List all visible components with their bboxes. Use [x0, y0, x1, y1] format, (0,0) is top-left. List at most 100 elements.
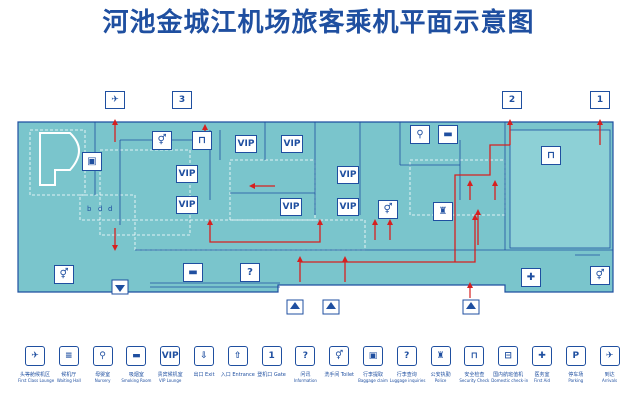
- svg-text:d: d: [108, 205, 112, 213]
- security-check-icon: ⊓: [192, 131, 212, 150]
- legend-sublabel: Waiting Hall: [56, 378, 81, 383]
- legend-icon: ✈: [599, 346, 620, 366]
- legend-icon: ⇩: [194, 346, 214, 366]
- vip-sign: VIP: [176, 165, 198, 183]
- legend-label: 出口 Exit: [193, 372, 215, 378]
- legend-label: 停车场: [568, 372, 584, 378]
- vip-sign: VIP: [280, 198, 302, 216]
- gate-1-sign: 1: [590, 91, 610, 109]
- vip-sign: VIP: [281, 135, 303, 153]
- legend-item: 1 登机口 Gate: [255, 346, 289, 378]
- legend-item: ⇩ 出口 Exit: [187, 346, 221, 378]
- legend-item: ⚥ 洗手间 Toilet: [322, 346, 356, 378]
- legend-label: 头等舱候机区: [19, 372, 50, 378]
- legend-sublabel: Nursery: [94, 378, 111, 383]
- toilet-icon: ⚥: [590, 266, 610, 285]
- vip-sign: VIP: [337, 198, 359, 216]
- legend-label: 母婴室: [95, 372, 111, 378]
- legend-icon: ✈: [25, 346, 45, 366]
- legend-sublabel: Baggage claim: [358, 378, 388, 383]
- legend-label: 行李提取: [362, 372, 383, 378]
- legend-label: 贵宾候机室: [157, 372, 183, 378]
- legend-sublabel: Parking: [568, 378, 584, 383]
- first-aid-icon: ✚: [521, 268, 541, 287]
- gate-2-sign: 2: [502, 91, 522, 109]
- legend-label: 行李查询: [396, 372, 417, 378]
- legend-label: 候机厅: [61, 372, 77, 378]
- legend-label: 到达: [604, 372, 615, 378]
- legend-label: 登机口 Gate: [257, 372, 286, 378]
- legend-icon: ⊓: [464, 346, 485, 366]
- information-icon: ?: [240, 263, 260, 282]
- legend-label: 安全检查: [464, 372, 485, 378]
- legend-sublabel: Luggage inquiries: [389, 378, 426, 383]
- legend-sublabel: First Aid: [533, 378, 551, 383]
- legend-label: 吸烟室: [128, 372, 144, 378]
- vip-sign: VIP: [176, 196, 198, 214]
- arrivals-sign: ✈: [105, 91, 125, 109]
- legend-icon: ▣: [363, 346, 383, 366]
- gate-3-sign: 3: [172, 91, 192, 109]
- legend-label: 入口 Entrance: [220, 372, 255, 378]
- toilet-icon: ⚥: [54, 265, 74, 284]
- legend-sublabel: Domestic check-in: [491, 378, 529, 383]
- lounge-loop: [39, 132, 80, 186]
- legend-icon: ?: [396, 346, 417, 366]
- plane-icon: ✈: [111, 95, 119, 105]
- legend-sublabel: VIP Lounge: [159, 378, 182, 383]
- terminal-building: [17, 121, 614, 293]
- legend-icon: VIP: [160, 346, 181, 366]
- legend-label: 洗手间 Toilet: [324, 372, 355, 378]
- legend-label: 问讯: [300, 372, 311, 378]
- legend-sublabel: Information: [293, 378, 317, 383]
- toilet-icon: ⚥: [152, 131, 172, 150]
- vip-sign: VIP: [235, 135, 257, 153]
- legend-sublabel: Arrivals: [602, 378, 618, 383]
- legend-icon: 1: [261, 346, 282, 366]
- legend-icon: ✚: [532, 346, 552, 366]
- legend-icon: P: [565, 346, 586, 366]
- legend-icon: ⇧: [227, 346, 248, 366]
- legend-label: 国内航班值机: [493, 372, 524, 378]
- svg-text:b: b: [87, 205, 92, 213]
- page-title: 河池金城江机场旅客乘机平面示意图: [102, 8, 535, 38]
- svg-text:d: d: [98, 205, 102, 213]
- baggage-icon: ▣: [82, 152, 102, 171]
- legend-item: ⇧ 入口 Entrance: [221, 346, 255, 378]
- legend-label: 公安执勤: [430, 372, 451, 378]
- legend-icon: ♜: [430, 346, 451, 366]
- baggage-claim-icon: ▬: [183, 263, 203, 282]
- legend-icon: ≡: [58, 346, 79, 366]
- legend-sublabel: First Class Lounge: [18, 378, 55, 383]
- toilet-icon: ⚥: [378, 200, 398, 219]
- security-check-icon: ⊓: [541, 146, 561, 165]
- legend-icon: ⊟: [498, 346, 519, 366]
- legend-icon: ⚥: [329, 346, 350, 366]
- legend-sublabel: Smoking Room: [121, 378, 152, 383]
- legend-label: 医务室: [534, 372, 550, 378]
- legend-sublabel: Security Check: [459, 378, 490, 383]
- vip-sign: VIP: [337, 166, 359, 184]
- legend-icon: ?: [295, 346, 316, 366]
- legend-icon: ⚲: [92, 346, 113, 366]
- police-icon: ♜: [433, 202, 453, 221]
- smoking-icon: ▬: [438, 125, 458, 144]
- legend-sublabel: Police: [434, 378, 447, 383]
- legend-icon: ▬: [126, 346, 147, 366]
